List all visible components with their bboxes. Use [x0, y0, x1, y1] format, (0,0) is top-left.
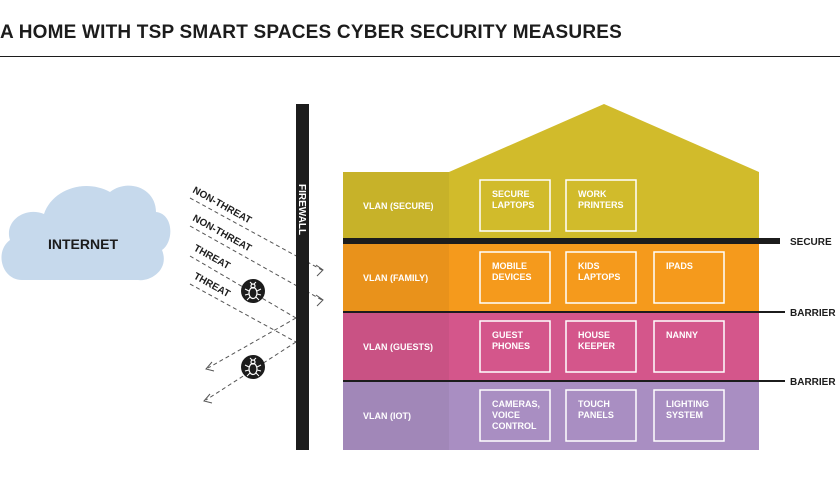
device-label-line: GUEST [492, 330, 524, 340]
device-box-secure-1 [565, 179, 637, 232]
device-label-line: LAPTOPS [578, 272, 620, 282]
device-label-line: CONTROL [492, 421, 537, 431]
house: VLAN (SECURE)SECURELAPTOPSWORKPRINTERSVL… [343, 104, 759, 450]
internet-label: INTERNET [48, 236, 118, 252]
arrowhead-icon [203, 393, 213, 404]
device-label-line: VOICE [492, 410, 520, 420]
device-box-family-2 [653, 251, 725, 304]
device-label-line: LAPTOPS [492, 200, 534, 210]
device-label-line: KEEPER [578, 341, 616, 351]
device-label-line: CAMERAS, [492, 399, 540, 409]
arrowhead-icon [315, 264, 324, 277]
device-label-line: MOBILE [492, 261, 527, 271]
device-box-iot-0 [479, 389, 551, 442]
internet-cloud [1, 185, 171, 281]
vlan-label-column-family [343, 244, 449, 312]
arrowhead-icon [205, 361, 215, 372]
device-box-guests-2 [653, 320, 725, 373]
device-box-iot-1 [565, 389, 637, 442]
device-label-line: KIDS [578, 261, 600, 271]
device-box-iot-2 [653, 389, 725, 442]
zone-label-barrier-2: BARRIER [790, 377, 836, 388]
vlan-label-column-guests [343, 313, 449, 381]
device-box-family-0 [479, 251, 551, 304]
vlan-name-iot: VLAN (IOT) [363, 411, 411, 421]
device-box-family-1 [565, 251, 637, 304]
device-label-line: LIGHTING [666, 399, 709, 409]
device-label-line: PHONES [492, 341, 530, 351]
vlan-name-secure: VLAN (SECURE) [363, 201, 434, 211]
device-box-guests-0 [479, 320, 551, 373]
device-label-line: PANELS [578, 410, 614, 420]
firewall-label: FIREWALL [296, 184, 307, 235]
title-divider [0, 56, 840, 57]
threat-line-2 [189, 283, 297, 343]
vlan-name-family: VLAN (FAMILY) [363, 273, 428, 283]
device-box-guests-1 [565, 320, 637, 373]
zone-label-barrier-1: BARRIER [790, 308, 836, 319]
arrowhead-icon [315, 294, 324, 307]
device-label-line: SECURE [492, 189, 530, 199]
vlan-label-column-secure [343, 172, 449, 238]
bug-icon [241, 355, 265, 379]
firewall-bar [296, 104, 309, 450]
secure-divider [343, 238, 780, 244]
vlan-name-guests: VLAN (GUESTS) [363, 342, 433, 352]
device-label-line: DEVICES [492, 272, 532, 282]
device-box-secure-0 [479, 179, 551, 232]
device-label-line: IPADS [666, 261, 693, 271]
device-label-line: WORK [578, 189, 607, 199]
device-label-line: HOUSE [578, 330, 610, 340]
vlan-label-column-iot [343, 382, 449, 450]
traffic-label-threat-1: THREAT [192, 243, 232, 272]
page-title: A HOME WITH TSP SMART SPACES CYBER SECUR… [0, 22, 622, 43]
device-label-line: TOUCH [578, 399, 610, 409]
device-label-line: PRINTERS [578, 200, 624, 210]
threat-return-line-2 [205, 341, 297, 401]
device-label-line: NANNY [666, 330, 698, 340]
threat-return-line-1 [207, 317, 297, 369]
zone-label-secure: SECURE [790, 237, 832, 248]
bug-icon [241, 279, 265, 303]
device-label-line: SYSTEM [666, 410, 703, 420]
